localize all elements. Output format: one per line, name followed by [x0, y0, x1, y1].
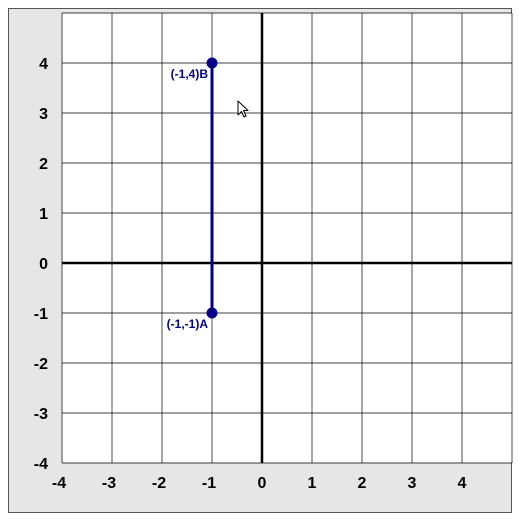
plot-area[interactable] [62, 13, 512, 463]
y-tick-label: 1 [39, 206, 48, 223]
axes [62, 13, 512, 463]
y-tick-label: -1 [34, 306, 48, 323]
x-tick-label: -2 [152, 475, 166, 492]
x-tick-label: 3 [408, 475, 417, 492]
point-label-B: (-1,4)B [171, 67, 209, 81]
y-tick-label: 2 [39, 156, 48, 173]
point-A[interactable] [206, 307, 218, 319]
mouse-pointer-icon [237, 100, 249, 118]
y-tick-labels: -4 -3 -2 -1 0 1 2 3 4 [34, 56, 48, 473]
x-tick-label: -3 [102, 475, 116, 492]
x-tick-label: 4 [458, 475, 467, 492]
y-tick-label: -4 [34, 456, 48, 473]
y-tick-label: 4 [39, 56, 48, 73]
x-tick-labels: -4 -3 -2 -1 0 1 2 3 4 [52, 475, 467, 492]
x-tick-label: -4 [52, 475, 66, 492]
x-tick-label: 1 [308, 475, 317, 492]
grid-lines [61, 12, 513, 464]
x-tick-label: 2 [358, 475, 367, 492]
point-label-A: (-1,-1)A [167, 317, 209, 331]
y-tick-label: -3 [34, 406, 48, 423]
x-tick-label: 0 [258, 475, 267, 492]
y-tick-label: -2 [34, 356, 48, 373]
y-tick-label: 3 [39, 106, 48, 123]
y-tick-label: 0 [39, 256, 48, 273]
points: (-1,-1)A (-1,4)B [167, 57, 218, 331]
x-tick-label: -1 [202, 475, 216, 492]
point-B[interactable] [206, 57, 218, 69]
